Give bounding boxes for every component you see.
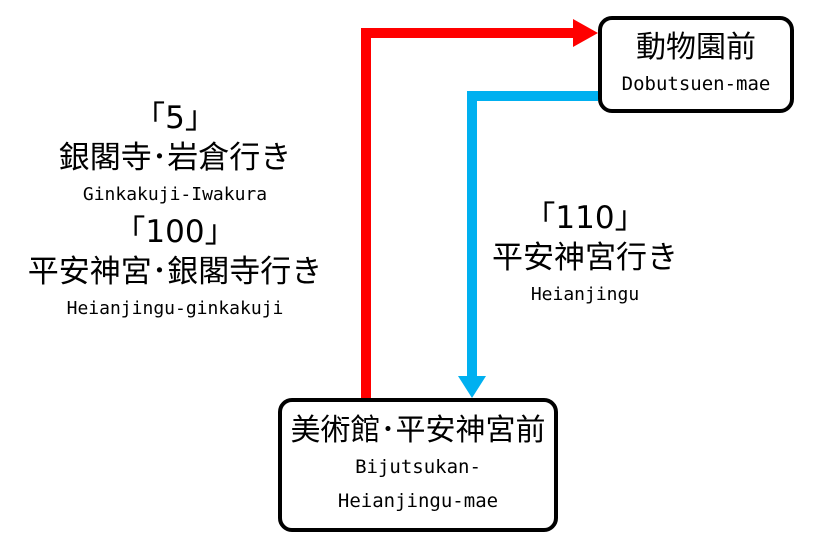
blue-route-labels: 「110」 平安神宮行き Heianjingu [470, 198, 700, 312]
route-100-number: 「100」 [114, 214, 236, 250]
stop-name-en-line2: Heianjingu-mae [337, 490, 499, 512]
route-110-number: 「110」 [524, 200, 646, 236]
red-route-arrowhead [573, 19, 598, 47]
stop-name-en: Dobutsuen-mae [621, 72, 771, 95]
route-100-destination-jp: 平安神宮･銀閣寺行き [27, 254, 323, 290]
route-110-destination-en: Heianjingu [530, 284, 640, 305]
route-5-destination-en: Ginkakuji-Iwakura [82, 184, 268, 205]
red-route-line [361, 28, 575, 398]
stop-name-jp: 美術館･平安神宮前 [290, 413, 546, 448]
stop-bijutsukan-heianjingu-mae: 美術館･平安神宮前 Bijutsukan- Heianjingu-mae [278, 398, 558, 532]
route-5-destination-jp: 銀閣寺･岩倉行き [58, 140, 292, 176]
route-5-number: 「5」 [134, 100, 216, 136]
blue-route-arrowhead [458, 376, 486, 398]
route-100-destination-en: Heianjingu-ginkakuji [66, 298, 284, 319]
red-route-labels: 「5」 銀閣寺･岩倉行き Ginkakuji-Iwakura 「100」 平安神… [0, 98, 350, 326]
stop-name-en-line1: Bijutsukan- [355, 456, 481, 478]
blue-route-line [467, 91, 598, 378]
route-110-destination-jp: 平安神宮行き [492, 240, 678, 276]
stop-dobutsuen-mae: 動物園前 Dobutsuen-mae [598, 16, 794, 113]
stop-name-jp: 動物園前 [636, 29, 756, 65]
